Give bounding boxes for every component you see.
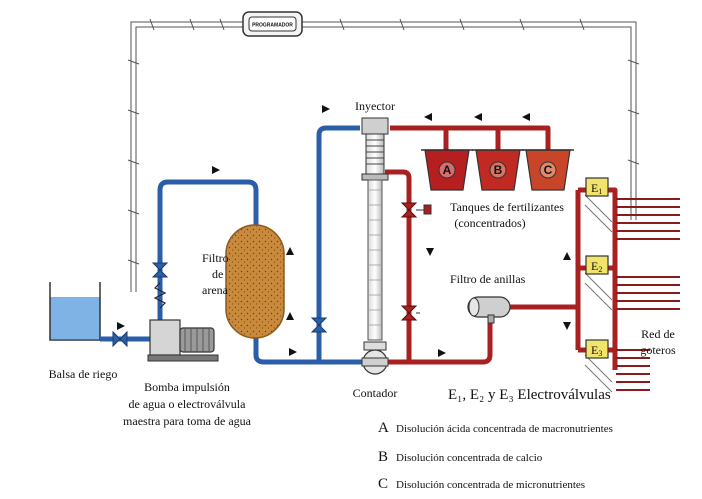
sand-filter	[225, 224, 285, 339]
label-meter: Contador	[353, 386, 398, 400]
water-pipes	[100, 125, 362, 365]
tank-a: A	[421, 149, 473, 191]
electrovalves: E1 E2 E3	[585, 177, 609, 359]
e1-label: E1	[591, 181, 602, 196]
label-sand-filter-1: Filtro	[202, 251, 229, 265]
label-drip-network-2: goteros	[640, 343, 676, 357]
flow-arrows	[117, 105, 571, 357]
flow-arrow-icon	[563, 322, 571, 330]
label-pump-1: Bomba impulsión	[144, 380, 230, 394]
tank-b-label: B	[494, 163, 503, 177]
flow-arrow-icon	[424, 113, 432, 121]
electrovalve-e1: E1	[585, 177, 609, 197]
legend: A Disolución ácida concentrada de macron…	[378, 420, 613, 492]
programmer-label: PROGRAMADOR	[252, 23, 293, 29]
electrovalve-e2: E2	[585, 255, 609, 275]
programmer-box: PROGRAMADOR	[242, 11, 303, 37]
label-pump-3: maestra para toma de agua	[123, 414, 252, 428]
tank-c: C	[522, 149, 574, 191]
flow-arrow-icon	[522, 113, 530, 121]
valves	[112, 202, 432, 348]
label-tanks-2: (concentrados)	[454, 216, 525, 230]
injector	[361, 117, 389, 341]
manifold	[584, 194, 613, 393]
flow-arrow-icon	[212, 166, 220, 174]
tank-a-label: A	[443, 163, 452, 177]
label-sand-filter-3: arena	[202, 283, 229, 297]
legend-key-c: C	[378, 476, 388, 492]
diagram-labels: Inyector Filtro de arena Tanques de fert…	[49, 99, 676, 428]
label-tanks-1: Tanques de fertilizantes	[450, 200, 564, 214]
pump-outlet-valve-icon	[151, 262, 169, 278]
flow-arrow-icon	[426, 248, 434, 256]
flow-arrow-icon	[438, 349, 446, 357]
label-sand-filter-2: de	[212, 267, 223, 281]
label-electrovalves: E₁, E₂ y E₃ Electroválvulas	[448, 387, 611, 403]
fertilizer-tanks: A B C	[421, 149, 574, 191]
flow-arrow-icon	[286, 312, 294, 320]
e3-label: E3	[591, 343, 602, 358]
ring-filter	[467, 296, 511, 324]
label-pump-2: de agua o electroválvula	[129, 397, 247, 411]
legend-key-a: A	[378, 420, 389, 436]
pool-valve-icon	[112, 330, 128, 348]
flow-arrow-icon	[563, 252, 571, 260]
electrovalve-e3: E3	[585, 339, 609, 359]
legend-text-b: Disolución concentrada de calcio	[396, 452, 543, 464]
flow-arrow-icon	[474, 113, 482, 121]
tank-b: B	[472, 149, 524, 191]
tank-c-label: C	[544, 163, 553, 177]
pump	[147, 319, 219, 362]
flow-arrow-icon	[289, 348, 297, 356]
irrigation-pool	[49, 282, 101, 341]
legend-item-a: A Disolución ácida concentrada de macron…	[378, 420, 613, 436]
bypass-valve-icon	[310, 317, 328, 333]
label-drip-network-1: Red de	[641, 327, 675, 341]
label-pool: Balsa de riego	[49, 367, 118, 381]
fertilizer-pipes	[385, 125, 618, 370]
legend-item-b: B Disolución concentrada de calcio	[378, 449, 543, 465]
check-valve-icon	[153, 282, 167, 309]
label-ring-filter: Filtro de anillas	[450, 272, 526, 286]
flow-arrow-icon	[286, 247, 294, 255]
legend-key-b: B	[378, 449, 388, 465]
e2-label: E2	[591, 259, 602, 274]
legend-text-a: Disolución ácida concentrada de macronut…	[396, 423, 613, 435]
upper-red-valve-icon	[400, 202, 418, 218]
water-meter	[361, 341, 389, 375]
flow-arrow-icon	[117, 322, 125, 330]
control-cables	[127, 18, 640, 292]
label-injector: Inyector	[355, 99, 395, 113]
lower-red-valve-icon	[400, 305, 418, 321]
legend-item-c: C Disolución concentrada de micronutrien…	[378, 476, 585, 492]
flow-arrow-icon	[322, 105, 330, 113]
legend-text-c: Disolución concentrada de micronutriente…	[396, 479, 585, 491]
drip-network	[616, 198, 680, 391]
